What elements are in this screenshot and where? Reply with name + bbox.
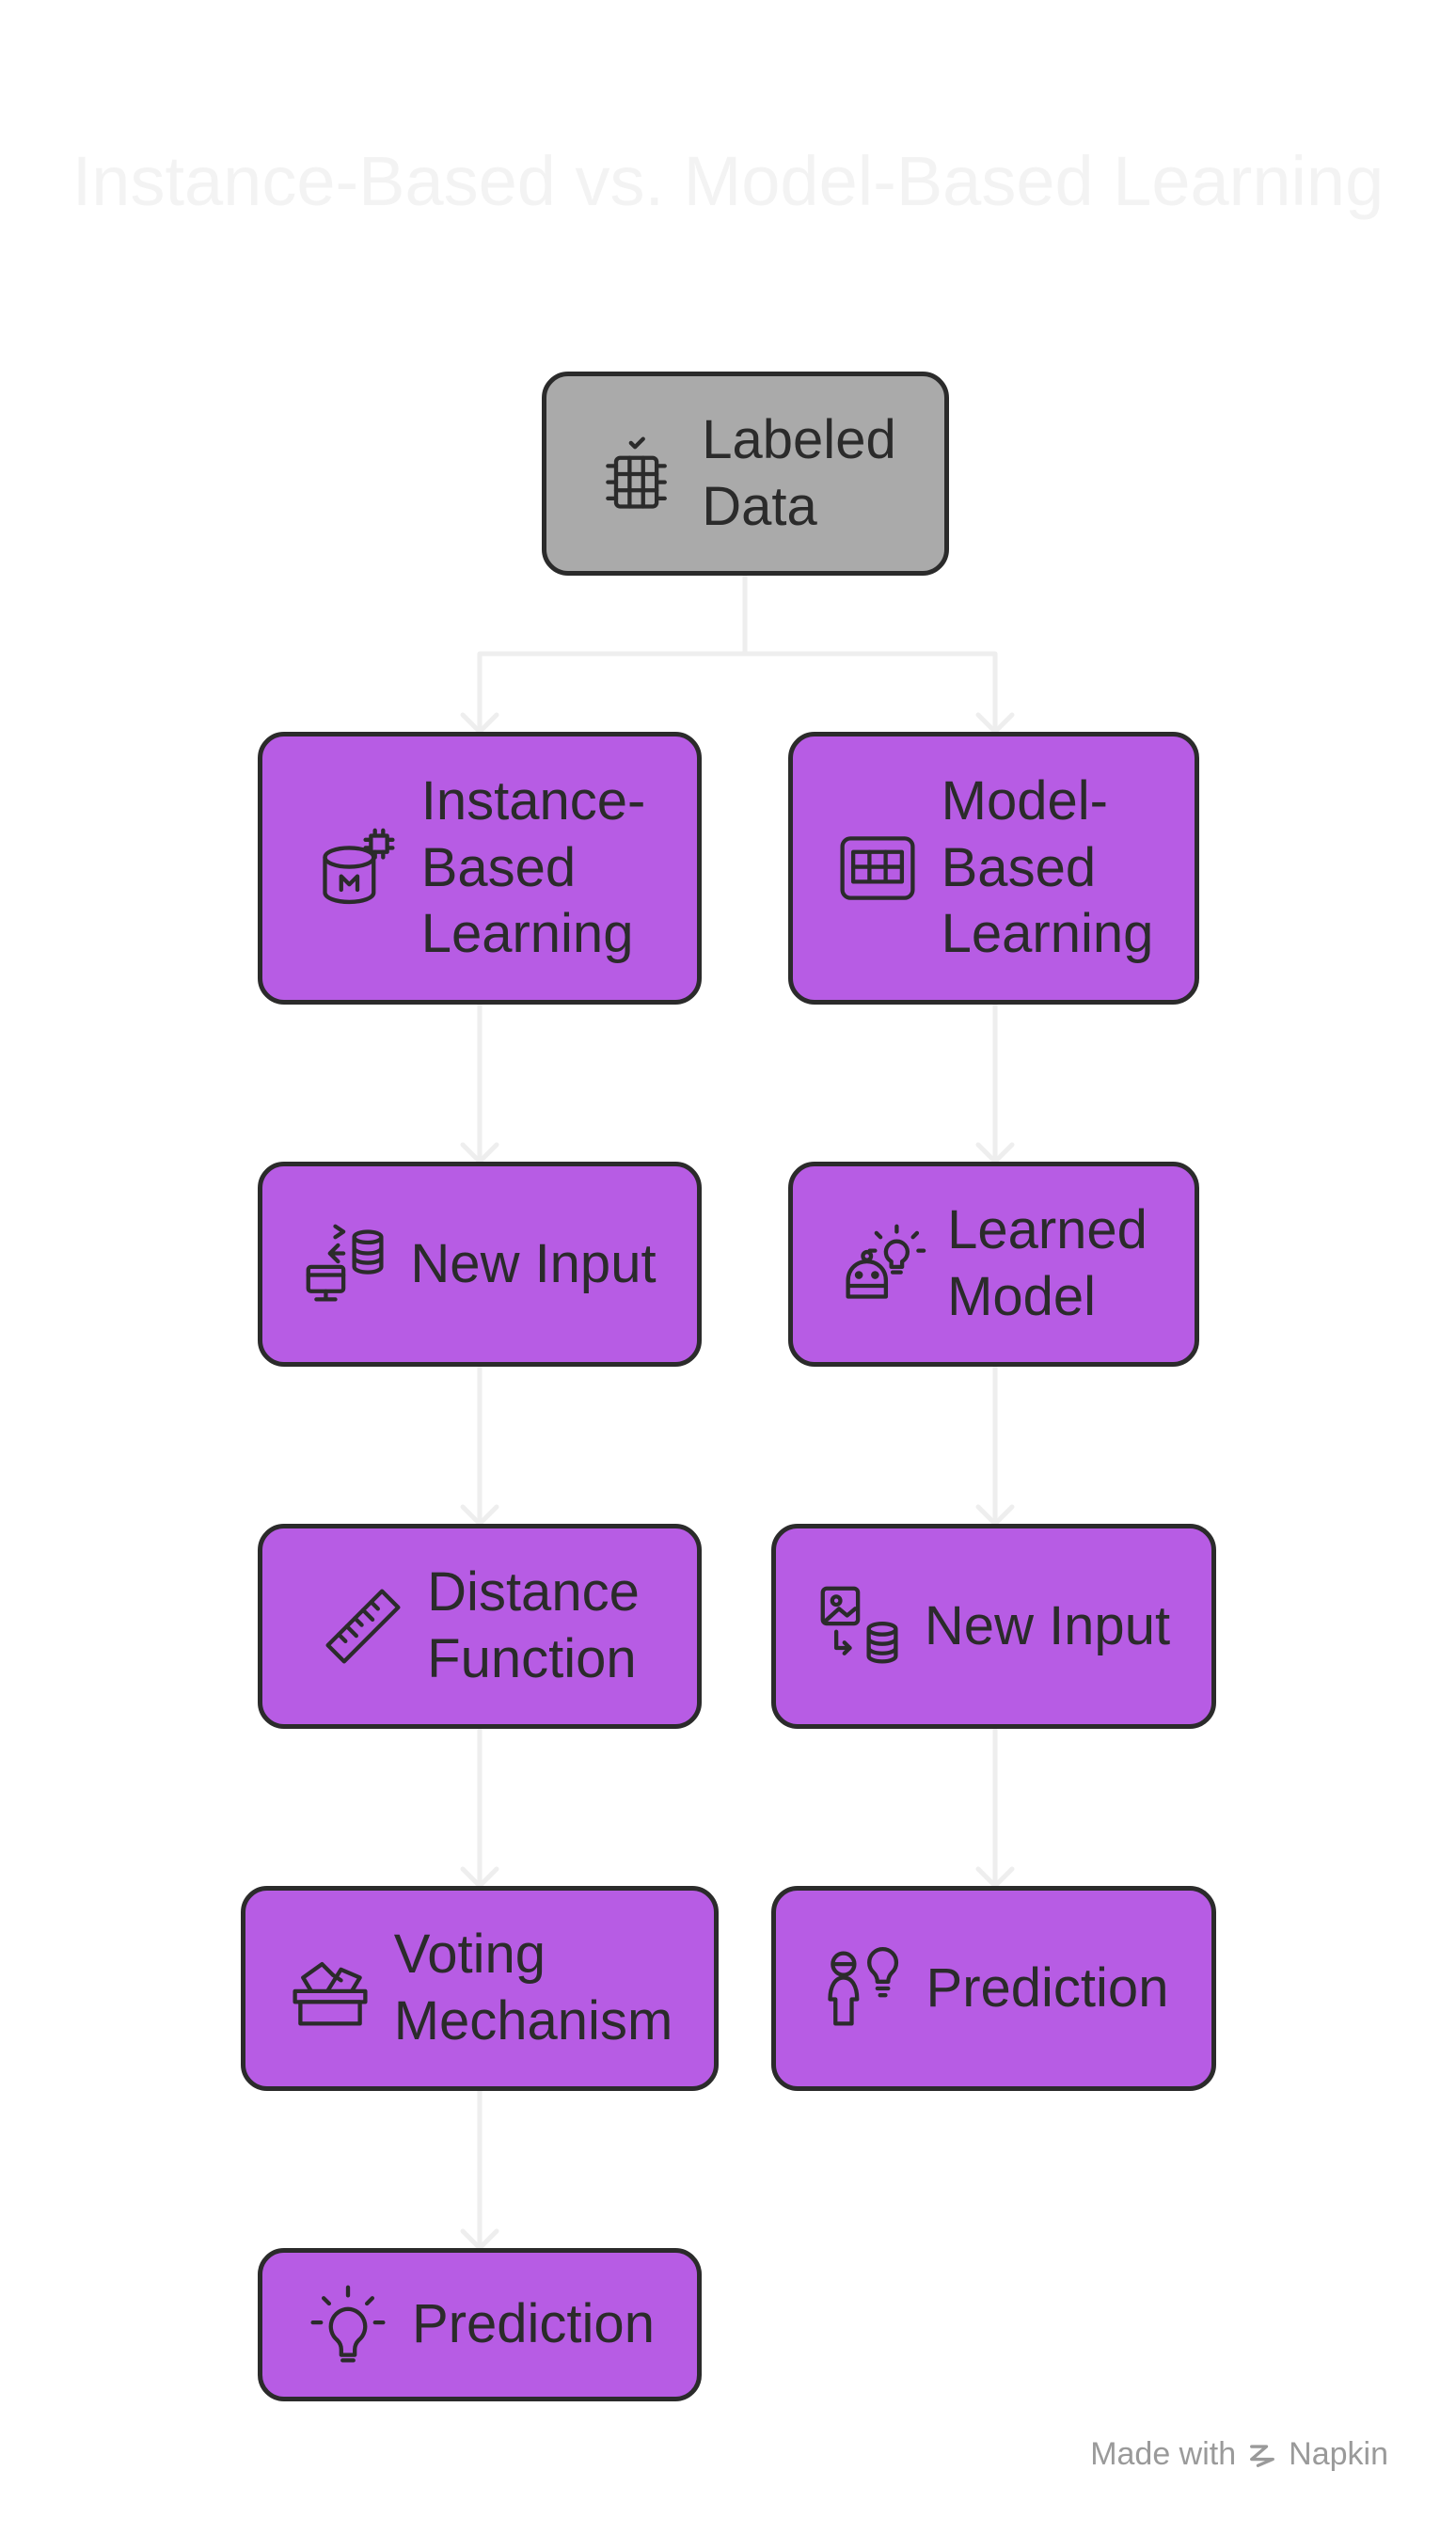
node-label: Prediction bbox=[926, 1956, 1169, 2019]
node-distance-function: Distance Function bbox=[258, 1524, 702, 1729]
person-lightbulb-icon bbox=[819, 1945, 906, 2032]
ballot-box-icon bbox=[287, 1945, 373, 2032]
napkin-logo-icon bbox=[1250, 2444, 1275, 2467]
node-label: Distance Function bbox=[427, 1561, 640, 1689]
node-new-input-model: New Input bbox=[771, 1524, 1216, 1729]
image-to-database-icon bbox=[817, 1583, 904, 1670]
node-label: New Input bbox=[924, 1594, 1171, 1656]
diagram-title: Instance-Based vs. Model-Based Learning bbox=[71, 142, 1385, 220]
node-prediction-instance: Prediction bbox=[258, 2248, 702, 2401]
database-check-icon bbox=[594, 431, 681, 517]
node-label: New Input bbox=[410, 1232, 657, 1294]
napkin-watermark: Made with Napkin bbox=[1090, 2436, 1388, 2473]
node-prediction-model: Prediction bbox=[771, 1886, 1216, 2091]
node-model-based-learning: Model- Based Learning bbox=[788, 732, 1199, 1005]
memory-database-icon bbox=[314, 825, 401, 911]
grid-panel-icon bbox=[834, 825, 921, 911]
made-with-text: Made with bbox=[1090, 2436, 1237, 2472]
node-voting-mechanism: Voting Mechanism bbox=[241, 1886, 719, 2091]
node-instance-based-learning: Instance- Based Learning bbox=[258, 732, 702, 1005]
computer-database-transfer-icon bbox=[303, 1221, 389, 1307]
connector-root-split bbox=[477, 573, 748, 735]
ruler-icon bbox=[320, 1583, 406, 1670]
lightbulb-icon bbox=[305, 2282, 391, 2368]
node-label: Labeled Data bbox=[702, 408, 896, 537]
node-label: Voting Mechanism bbox=[393, 1924, 673, 2051]
node-new-input-instance: New Input bbox=[258, 1162, 702, 1367]
connector-root-split-right bbox=[742, 651, 998, 735]
node-labeled-data: Labeled Data bbox=[542, 372, 949, 576]
node-label: Prediction bbox=[412, 2293, 655, 2355]
napkin-brand-text: Napkin bbox=[1289, 2436, 1388, 2472]
node-label: Model- Based Learning bbox=[941, 769, 1154, 965]
node-learned-model: Learned Model bbox=[788, 1162, 1199, 1367]
node-label: Instance- Based Learning bbox=[420, 769, 646, 965]
robot-idea-icon bbox=[840, 1221, 926, 1307]
node-label: Learned Model bbox=[947, 1199, 1147, 1327]
